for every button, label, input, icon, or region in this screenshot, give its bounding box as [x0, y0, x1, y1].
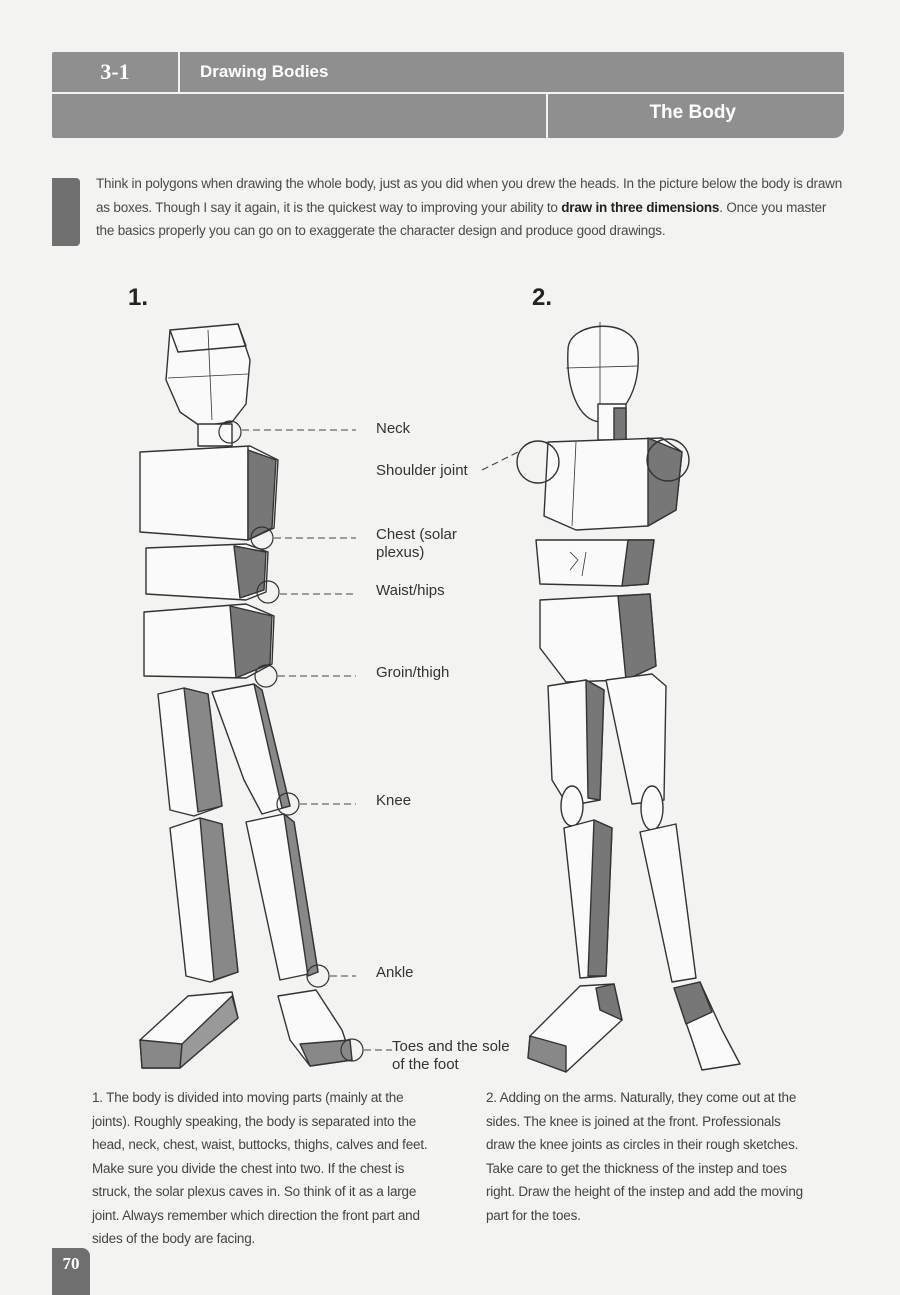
label-waist-hips: Waist/hips [376, 582, 445, 599]
fig2-left-shoulder [516, 440, 560, 484]
caption-figure-2: 2. Adding on the arms. Naturally, they c… [486, 1090, 803, 1223]
intro-text-bold: draw in three dimensions [561, 199, 720, 215]
fig1-neck-joint [218, 420, 242, 444]
label-chest-line1: Chest (solar [376, 526, 457, 543]
fig1-head [165, 323, 251, 427]
label-chest-line2: plexus) [376, 544, 425, 561]
fig1-toe-joint [340, 1038, 364, 1062]
fig2-right-calf [639, 823, 697, 983]
body-diagram [139, 322, 741, 1073]
subtitle: The Body [649, 102, 736, 123]
label-toes-line1: Toes and the sole [392, 1038, 510, 1055]
caption-figure-1: 1. The body is divided into moving parts… [92, 1090, 428, 1246]
label-ankle: Ankle [376, 964, 414, 981]
label-shoulder-joint: Shoulder joint [376, 462, 468, 479]
label-groin-thigh: Groin/thigh [376, 664, 450, 681]
chapter-number: 3-1 [52, 52, 180, 92]
intro-text-after: . Once you master the basics properly yo… [96, 199, 827, 239]
label-neck: Neck [376, 420, 411, 437]
page-number: 70 [52, 1248, 90, 1295]
fig2-right-thigh [605, 673, 667, 805]
figure-number-1: 1. [128, 284, 149, 311]
figure-number-2: 2. [532, 284, 553, 311]
figure-1-box-body [139, 323, 364, 1069]
fig1-groin-joint [254, 664, 278, 688]
fig1-ankle-joint [306, 964, 330, 988]
intro-paragraph: Think in polygons when drawing the whole… [96, 172, 846, 243]
intro-text-before: Think in polygons when drawing the whole… [96, 176, 843, 215]
fig2-head [567, 325, 639, 423]
fig2-right-knee [640, 785, 664, 831]
label-toes-line2: of the foot [392, 1056, 459, 1073]
label-knee: Knee [376, 792, 412, 809]
chapter-header: 3-1 Drawing Bodies The Body [52, 52, 844, 138]
side-tab [52, 178, 80, 246]
subtitle-box [546, 94, 846, 138]
fig1-knee-joint [276, 792, 300, 816]
fig1-chest-box [139, 445, 279, 541]
fig2-left-knee [560, 785, 584, 827]
figure-2-body-with-arms [516, 322, 741, 1073]
section-title: Drawing Bodies [200, 62, 329, 81]
fig1-plexus-joint [250, 526, 274, 550]
fig1-waist-joint [256, 580, 280, 604]
fig2-right-shoulder [646, 438, 690, 482]
header-top-row: 3-1 Drawing Bodies [52, 52, 844, 94]
